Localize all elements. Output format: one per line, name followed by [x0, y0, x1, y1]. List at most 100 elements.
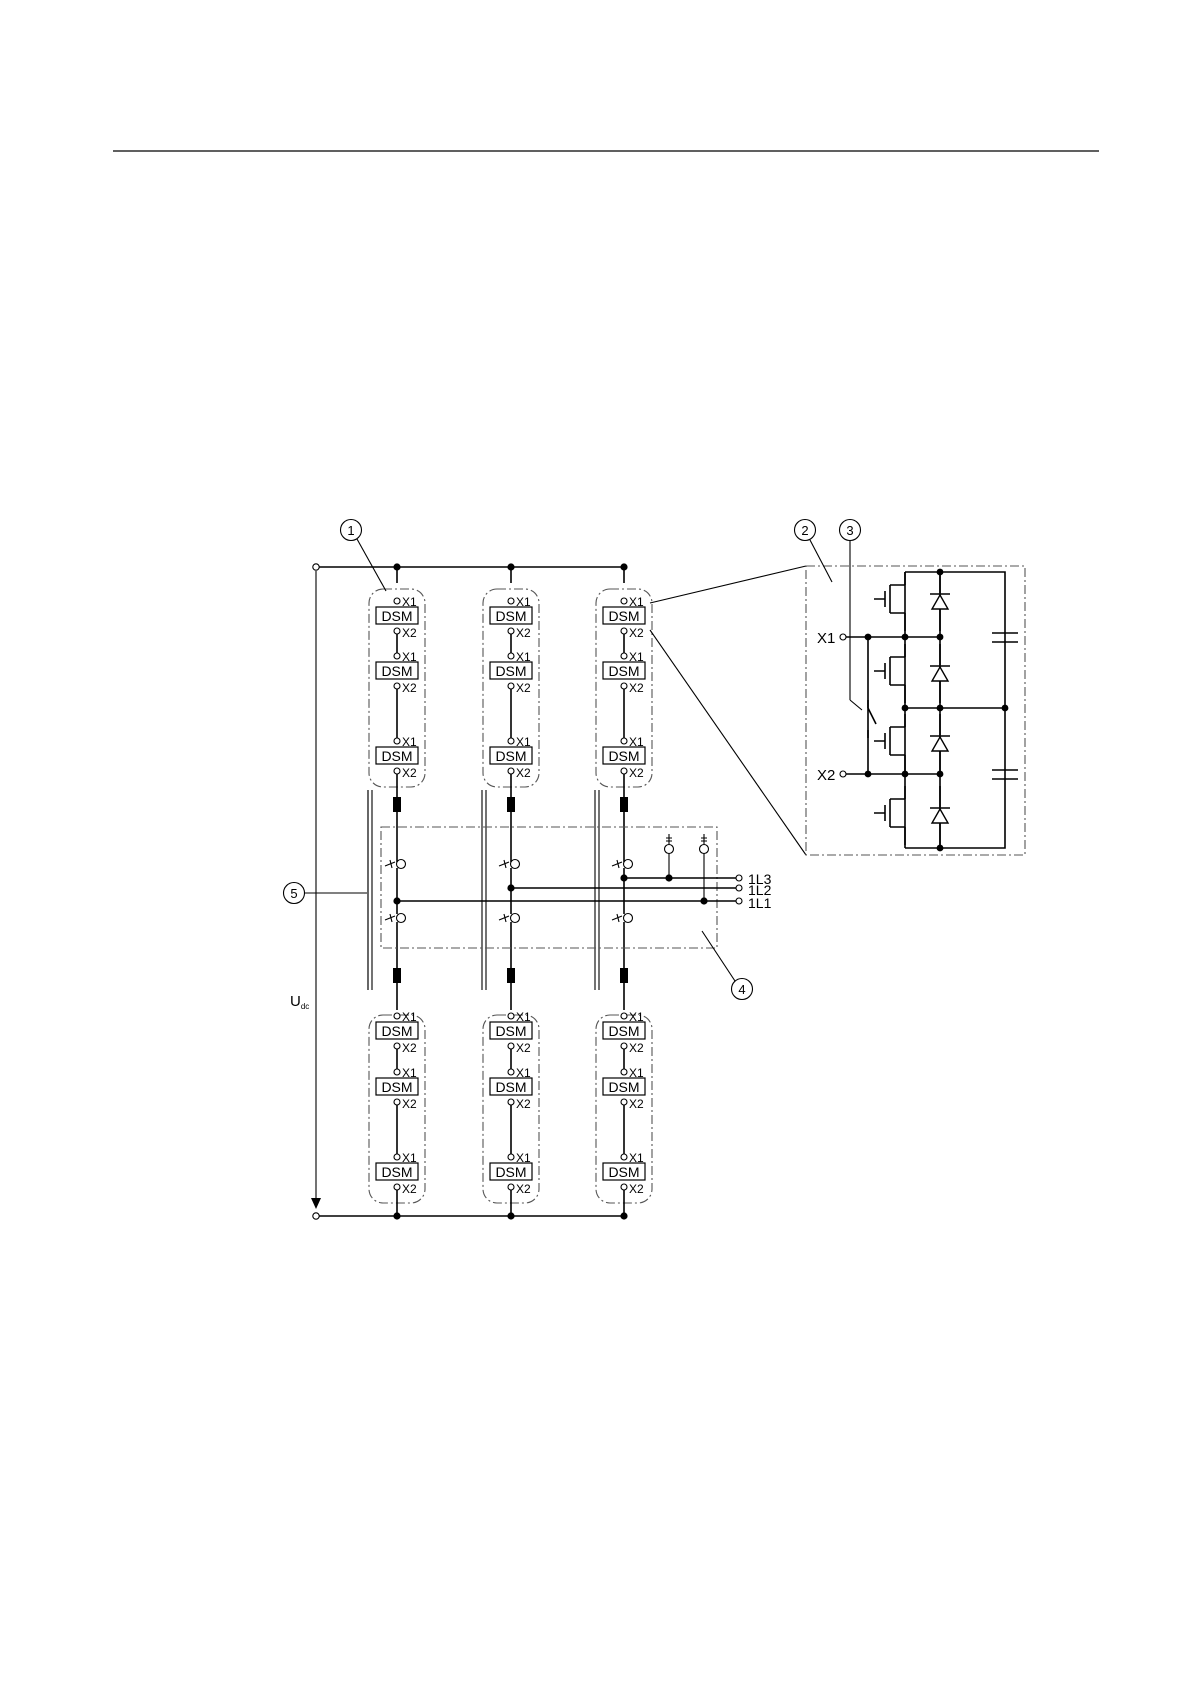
- junction-dot: [865, 771, 872, 778]
- current-sensor-icon: [511, 914, 520, 923]
- terminal-x2-label: X2: [516, 1182, 531, 1196]
- terminal-x1: [621, 738, 627, 744]
- current-sensor-icon: [511, 860, 520, 869]
- junction-dot: [902, 705, 909, 712]
- arm-reactor-icon: [620, 968, 628, 983]
- phase-label-1L1: 1L1: [748, 895, 772, 911]
- dsm-label: DSM: [381, 1164, 412, 1180]
- terminal-x2: [508, 628, 514, 634]
- detail-terminal-x1-label: X1: [817, 630, 835, 647]
- terminal-x2-label: X2: [516, 1041, 531, 1055]
- terminal-x2: [394, 683, 400, 689]
- terminal-x1: [508, 1013, 514, 1019]
- sensor-marker-icon: [499, 914, 509, 922]
- terminal-x2-label: X2: [516, 626, 531, 640]
- terminal-x1: [508, 1154, 514, 1160]
- terminal-x2-label: X2: [629, 1182, 644, 1196]
- callout-3-number: 3: [846, 523, 853, 538]
- udc-label-main: U: [290, 993, 301, 1010]
- terminal-x2-label: X2: [629, 1097, 644, 1111]
- dsm-label: DSM: [608, 748, 639, 764]
- igbt-icon: [874, 714, 905, 773]
- terminal-x2-label: X2: [402, 1097, 417, 1111]
- terminal-x2-label: X2: [402, 1041, 417, 1055]
- current-sensor-icon: [624, 914, 633, 923]
- dsm-label: DSM: [495, 1164, 526, 1180]
- arm-reactor-icon: [507, 797, 515, 812]
- terminal-x2: [621, 1184, 627, 1190]
- dsm-label: DSM: [495, 663, 526, 679]
- dsm-label: DSM: [495, 608, 526, 624]
- igbt-diode-cell: [874, 786, 950, 845]
- terminal-x2-label: X2: [629, 766, 644, 780]
- junction-dot: [902, 771, 909, 778]
- diode-icon: [932, 737, 948, 751]
- terminal-x2: [394, 1099, 400, 1105]
- dsm-label: DSM: [608, 1164, 639, 1180]
- terminal-x2: [621, 768, 627, 774]
- terminal-x1: [508, 653, 514, 659]
- dsm-label: DSM: [495, 1079, 526, 1095]
- phase-leg: X1DSMX2X1DSMX2X1DSMX2X1DSMX2X1DSMX2X1DSM…: [595, 563, 652, 1219]
- phase-leg: X1DSMX2X1DSMX2X1DSMX2X1DSMX2X1DSMX2X1DSM…: [368, 563, 425, 1219]
- terminal-x1: [621, 1154, 627, 1160]
- arm-reactor-icon: [507, 968, 515, 983]
- junction-dot: [507, 884, 514, 891]
- terminal-x2-label: X2: [402, 681, 417, 695]
- terminal-x1: [394, 1154, 400, 1160]
- igbt-icon: [874, 644, 905, 703]
- dsm-label: DSM: [381, 608, 412, 624]
- junction-dot: [937, 705, 944, 712]
- dsm-label: DSM: [495, 1023, 526, 1039]
- sensor-marker-icon: [612, 860, 622, 868]
- junction-dot: [620, 1212, 627, 1219]
- terminal-x2-label: X2: [516, 766, 531, 780]
- dsm-label: DSM: [608, 663, 639, 679]
- phase-1L2-terminal: [736, 885, 742, 891]
- junction-dot: [1002, 705, 1009, 712]
- terminal-x1: [621, 1013, 627, 1019]
- terminal-x1: [621, 653, 627, 659]
- terminal-x1: [621, 1069, 627, 1075]
- igbt-diode-cell: [874, 572, 950, 631]
- terminal-x2: [621, 683, 627, 689]
- sensor-marker-icon: [385, 914, 395, 922]
- callout-1-leader: [357, 539, 386, 591]
- terminal-x2-label: X2: [516, 1097, 531, 1111]
- junction-dot: [902, 634, 909, 641]
- terminal-x2-label: X2: [402, 626, 417, 640]
- terminal-x2-label: X2: [516, 681, 531, 695]
- udc-arrowhead: [311, 1198, 321, 1209]
- arm-reactor-icon: [393, 797, 401, 812]
- junction-dot: [937, 845, 944, 852]
- phase-1L1-terminal: [736, 898, 742, 904]
- bypass-switch-icon: [868, 700, 876, 738]
- callout-1-number: 1: [347, 523, 354, 538]
- dsm-label: DSM: [608, 1023, 639, 1039]
- terminal-x2: [621, 1099, 627, 1105]
- sensor-marker-icon: [612, 914, 622, 922]
- current-sensor-icon: [397, 914, 406, 923]
- diode-icon: [932, 667, 948, 681]
- terminal-x2: [508, 768, 514, 774]
- detail-expansion-line: [650, 566, 806, 603]
- callout-4-number: 4: [738, 982, 745, 997]
- junction-dot: [507, 1212, 514, 1219]
- junction-dot: [937, 634, 944, 641]
- terminal-x1: [508, 598, 514, 604]
- voltage-tap-icon: [665, 845, 674, 854]
- submodule-detail-frame: [806, 566, 1025, 855]
- diode-icon: [932, 595, 948, 609]
- terminal-x1: [621, 598, 627, 604]
- arm-reactor-icon: [393, 968, 401, 983]
- current-sensor-icon: [624, 860, 633, 869]
- terminal-x2: [621, 1043, 627, 1049]
- junction-dot: [393, 897, 400, 904]
- callout-2-number: 2: [801, 523, 808, 538]
- terminal-x2: [394, 628, 400, 634]
- igbt-icon: [874, 572, 905, 631]
- junction-dot: [937, 569, 944, 576]
- phase-1L3-terminal: [736, 875, 742, 881]
